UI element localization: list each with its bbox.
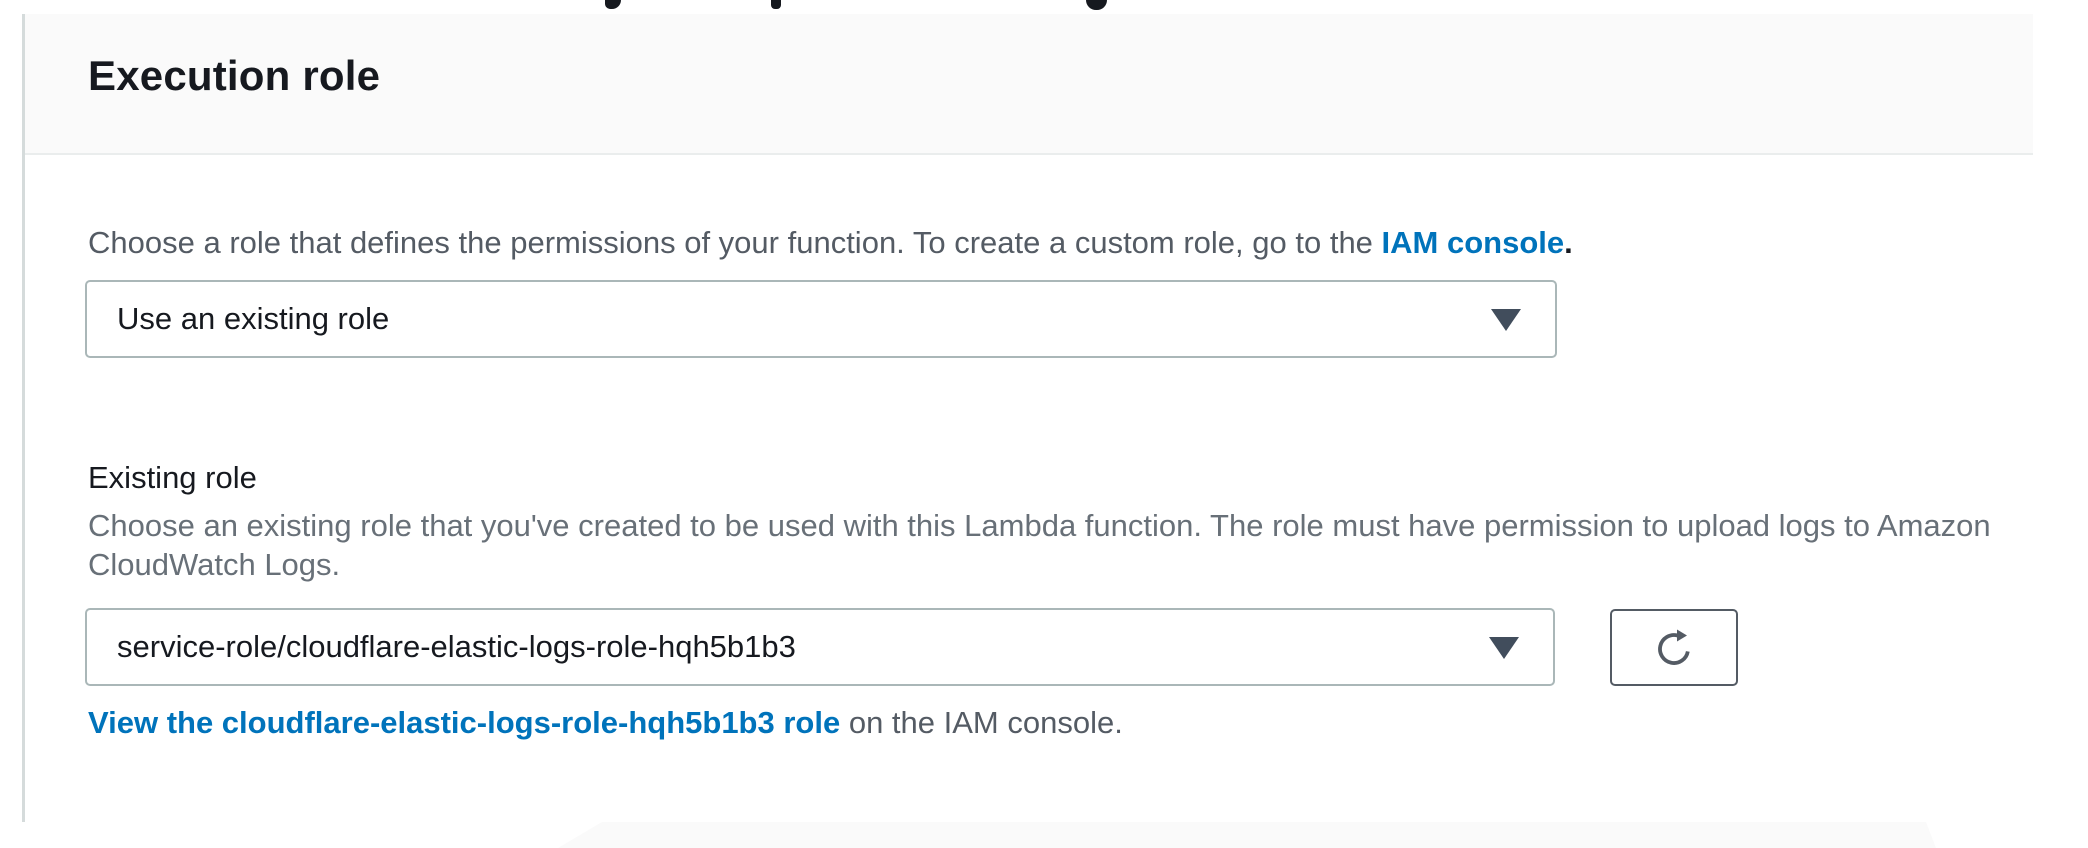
- intro-text-after-link: .: [1564, 225, 1573, 260]
- iam-console-link[interactable]: IAM console: [1381, 225, 1565, 260]
- refresh-icon: [1658, 629, 1690, 665]
- clipped-glyph: [605, 0, 621, 9]
- view-role-link[interactable]: View the cloudflare-elastic-logs-role-hq…: [88, 705, 841, 740]
- role-source-select[interactable]: Use an existing role: [85, 280, 1557, 358]
- existing-role-description: Choose an existing role that you've crea…: [88, 508, 1991, 582]
- panel-left-border: [22, 14, 25, 822]
- caret-down-icon: [1491, 309, 1521, 331]
- view-role-line: View the cloudflare-elastic-logs-role-hq…: [88, 702, 1123, 744]
- clipped-glyph: [771, 0, 781, 9]
- intro-text-before-link: Choose a role that defines the permissio…: [88, 225, 1382, 260]
- existing-role-select[interactable]: service-role/cloudflare-elastic-logs-rol…: [85, 608, 1555, 686]
- role-intro-text: Choose a role that defines the permissio…: [88, 222, 2028, 264]
- execution-role-panel-header: Execution role: [25, 14, 2033, 155]
- panel-title: Execution role: [88, 52, 381, 99]
- existing-role-select-value: service-role/cloudflare-elastic-logs-rol…: [117, 629, 796, 664]
- caret-down-icon: [1489, 637, 1519, 659]
- view-role-suffix: on the IAM console.: [840, 705, 1123, 740]
- next-section-edge: [558, 822, 1936, 848]
- role-source-select-value: Use an existing role: [117, 301, 390, 336]
- existing-role-label: Existing role: [88, 460, 257, 495]
- clipped-glyph: [1086, 0, 1107, 10]
- refresh-roles-button[interactable]: [1610, 609, 1738, 686]
